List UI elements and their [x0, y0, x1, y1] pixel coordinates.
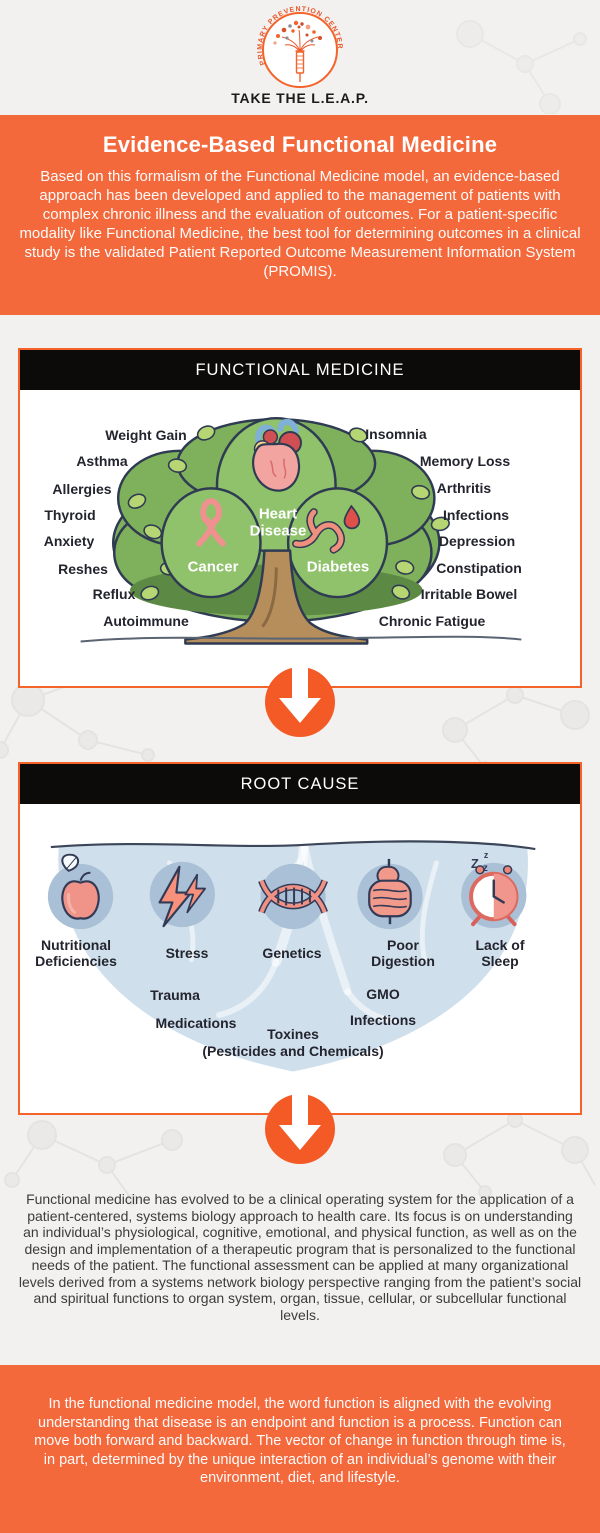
condition-label: Memory Loss	[419, 452, 511, 469]
cause-label: Infections	[349, 1011, 417, 1028]
functional-medicine-card: FUNCTIONAL MEDICINE Weight Gain Asthma A…	[18, 348, 582, 688]
condition-label: Reflux	[92, 585, 136, 602]
tree-trunk	[184, 549, 369, 645]
alarm-clock-icon: z Z z	[469, 850, 519, 927]
condition-label: Irritable Bowel	[420, 585, 518, 602]
tree-node-heart-disease: Heart Disease	[249, 505, 307, 540]
trunk-texture	[261, 567, 278, 628]
intro-banner: Evidence-Based Functional Medicine Based…	[0, 115, 600, 315]
molecule-decoration	[456, 20, 587, 114]
soil-line	[50, 840, 536, 851]
root-cause-illustration: z Z z	[47, 840, 536, 1072]
condition-label: Infections	[442, 506, 510, 523]
svg-text:z: z	[484, 850, 489, 860]
cause-label: Lack of Sleep	[475, 936, 525, 969]
condition-label: Reshes	[58, 560, 108, 577]
intestines-icon	[368, 858, 412, 925]
down-arrow-icon	[265, 667, 335, 737]
cause-label: Toxines	[267, 1025, 319, 1042]
cause-label: Poor Digestion	[371, 936, 435, 969]
svg-text:z: z	[483, 863, 488, 874]
condition-label: Chronic Fatigue	[378, 612, 486, 629]
dna-icon	[258, 879, 328, 914]
primary-prevention-center-logo: PRIMARY PREVENTION CENTER	[200, 2, 400, 94]
condition-label: Weight Gain	[105, 426, 187, 443]
footer-banner: In the functional medicine model, the wo…	[0, 1365, 600, 1533]
footer-paragraph: In the functional medicine model, the wo…	[34, 1396, 566, 1486]
syringe-tree-icon	[273, 20, 322, 82]
condition-label: Depression	[438, 532, 516, 549]
intro-paragraph: Based on this formalism of the Functiona…	[19, 168, 581, 280]
condition-label: Constipation	[436, 559, 522, 576]
page-title: Evidence-Based Functional Medicine	[102, 132, 498, 157]
condition-label: Asthma	[76, 452, 128, 469]
cancer-ribbon-icon	[196, 498, 226, 547]
molecule-decoration	[4, 1120, 183, 1205]
functional-medicine-header: FUNCTIONAL MEDICINE	[20, 350, 580, 390]
condition-label: Autoimmune	[103, 612, 189, 629]
cause-label: Trauma	[150, 986, 200, 1003]
svg-text:Z: Z	[471, 856, 479, 871]
condition-label: Thyroid	[44, 506, 96, 523]
logo-emblem: PRIMARY PREVENTION CENTER	[257, 6, 342, 88]
ground-line	[80, 635, 522, 643]
cause-label: Stress	[165, 944, 209, 961]
cause-label: Nutritional Deficiencies	[35, 936, 117, 969]
condition-label: Anxiety	[43, 532, 95, 549]
condition-label: Insomnia	[365, 425, 427, 442]
down-arrow-2	[264, 1093, 336, 1165]
root-cause-card: z Z z ROOT CAUSE Nutritional Deficiencie…	[18, 762, 582, 1115]
tree-node-diabetes: Diabetes	[306, 558, 370, 576]
heart-icon	[252, 418, 302, 492]
root-cause-header: ROOT CAUSE	[20, 764, 580, 804]
description-paragraph: Functional medicine has evolved to be a …	[18, 1191, 582, 1323]
diabetes-blood-drop-icon	[292, 504, 361, 554]
tree-node-cancer: Cancer	[187, 558, 239, 576]
cause-label: (Pesticides and Chemicals)	[202, 1042, 384, 1059]
lightning-bolt-icon	[158, 865, 206, 928]
cause-label: Genetics	[262, 944, 322, 961]
apple-icon	[61, 853, 100, 920]
functional-medicine-description: Functional medicine has evolved to be a …	[18, 1191, 582, 1323]
logo-tagline: TAKE THE L.E.A.P.	[231, 90, 369, 106]
tree-illustration	[80, 416, 522, 645]
down-arrow-1	[264, 666, 336, 738]
down-arrow-icon	[265, 1094, 335, 1164]
condition-label: Arthritis	[436, 479, 492, 496]
cause-label: Medications	[155, 1014, 237, 1031]
condition-label: Allergies	[52, 480, 112, 497]
molecule-decoration	[443, 1112, 596, 1199]
cause-label: GMO	[366, 985, 400, 1002]
